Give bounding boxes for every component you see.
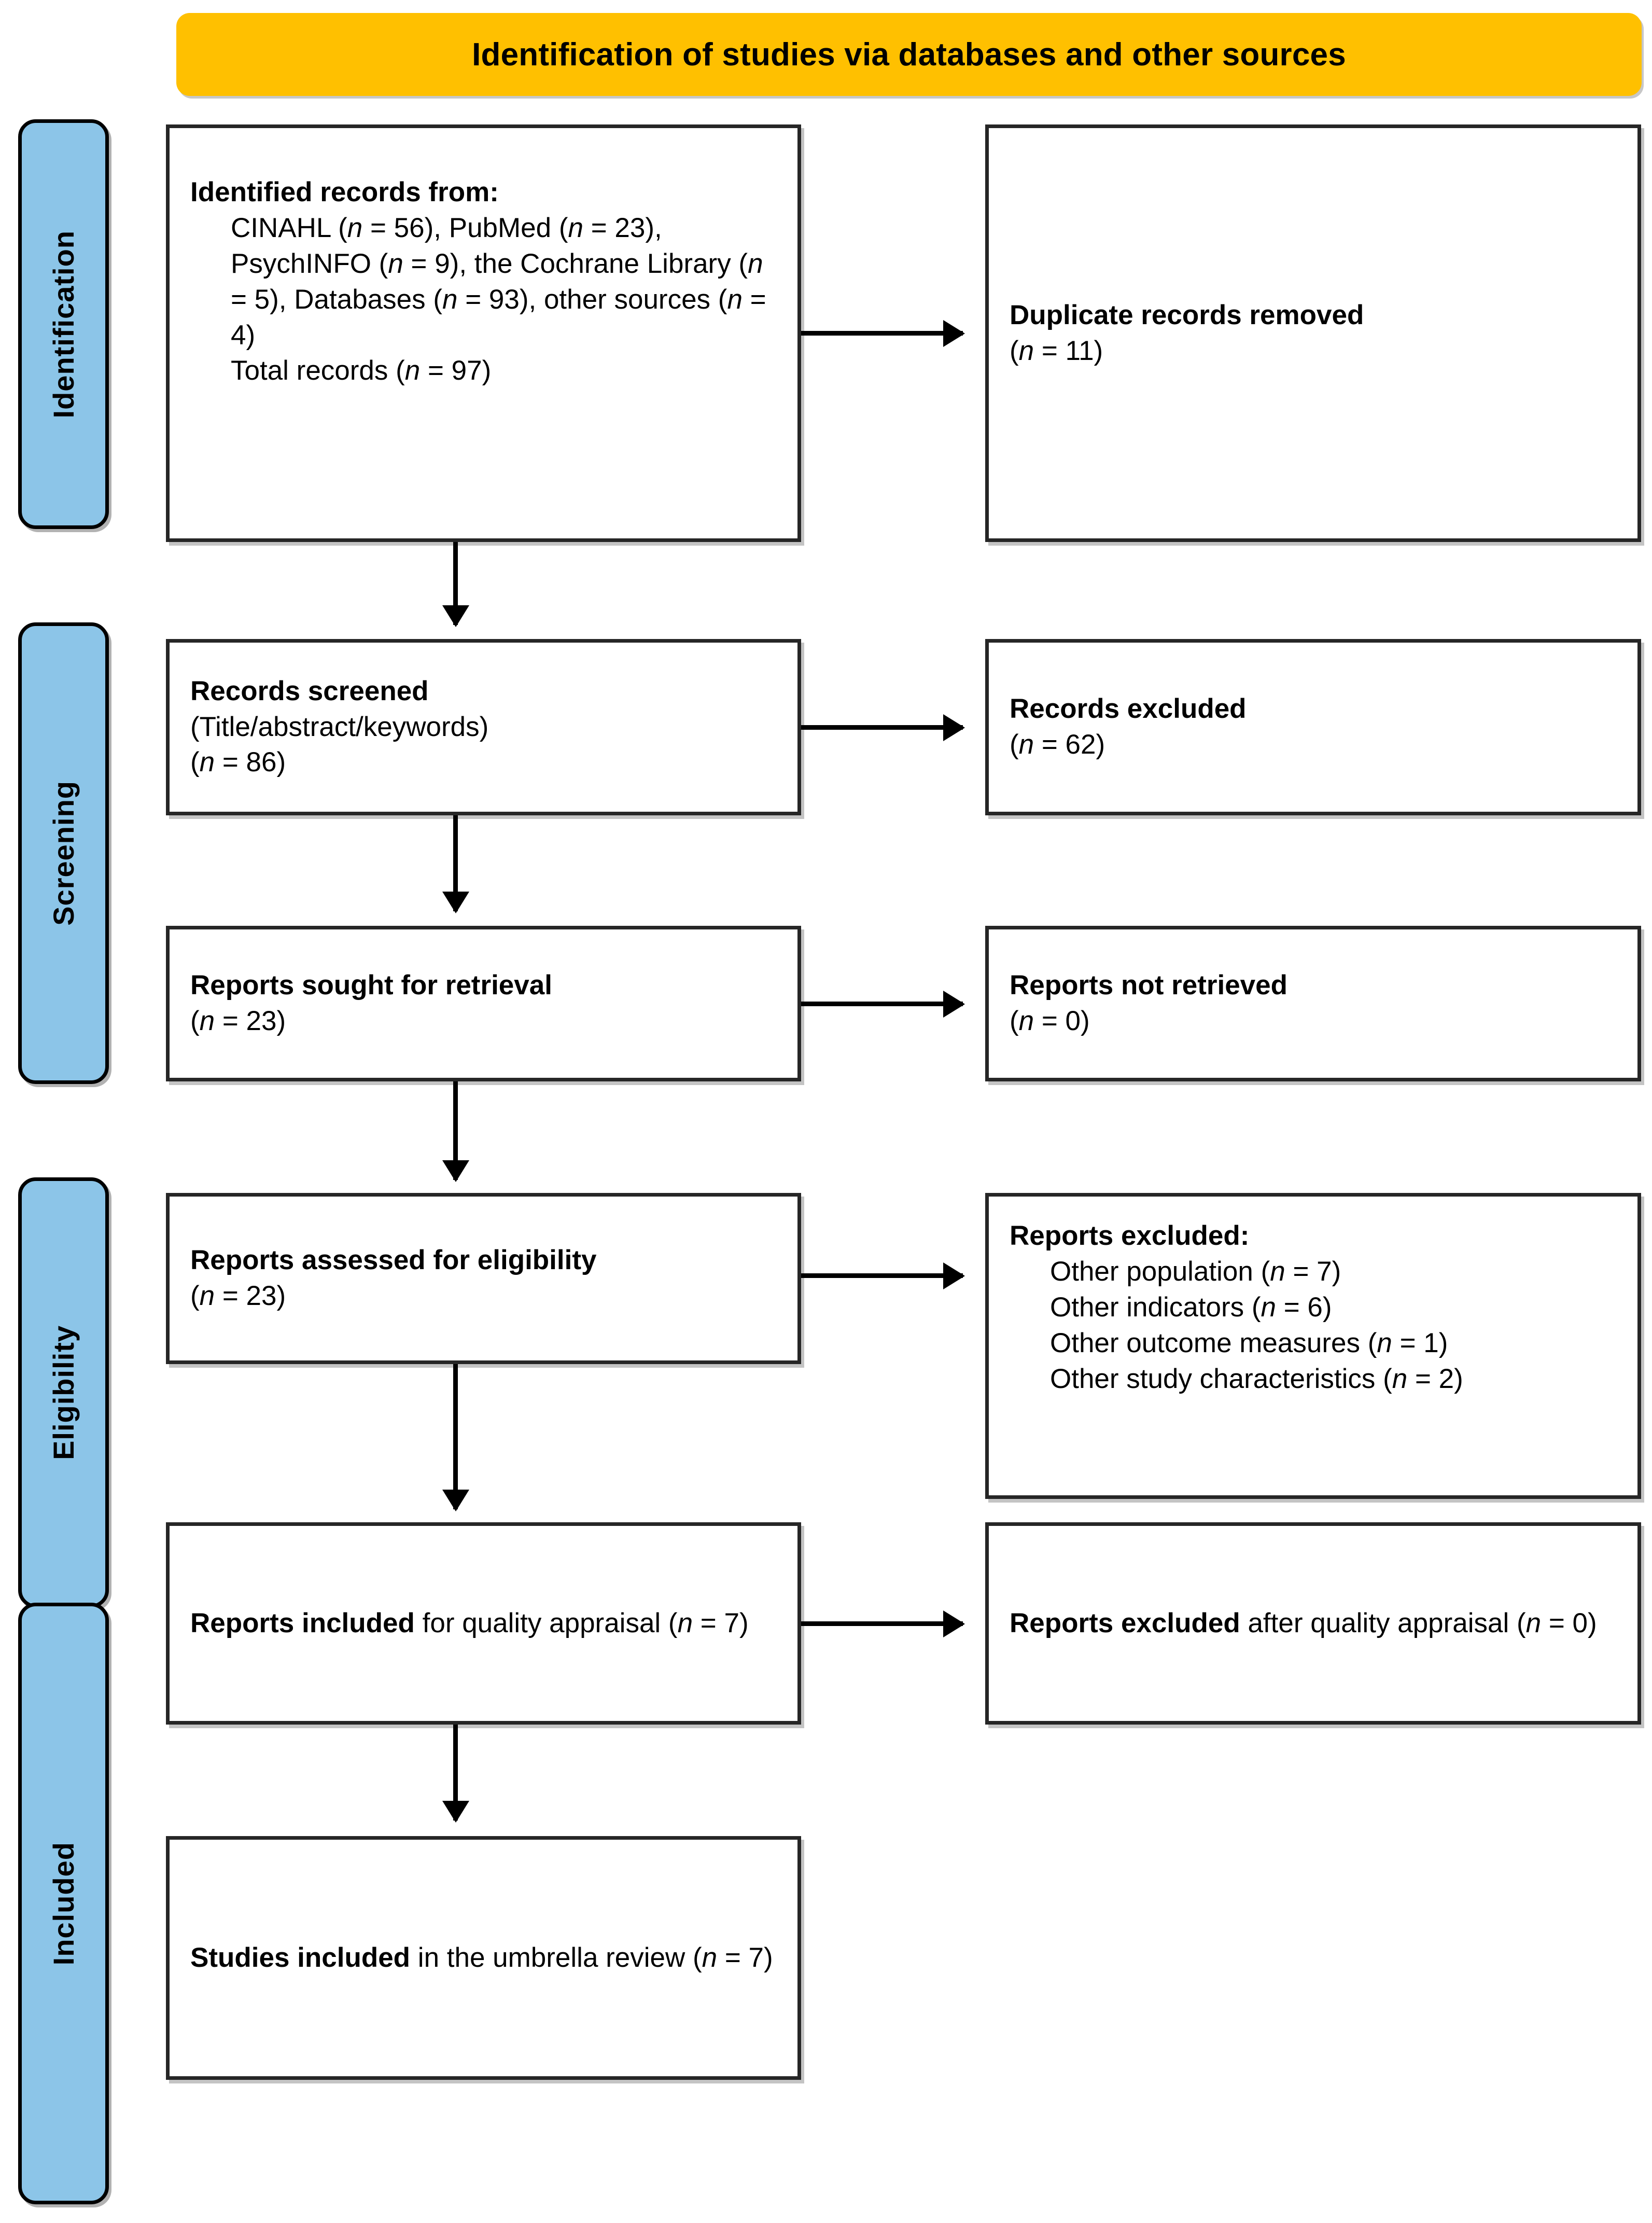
node-reports-excluded-reasons: Reports excluded: Other population (n = … <box>985 1193 1641 1499</box>
duplicates-removed-count: (n = 11) <box>1010 335 1103 366</box>
reports-not-retrieved-heading: Reports not retrieved <box>1010 970 1288 1001</box>
reports-not-retrieved-count: (n = 0) <box>1010 1006 1090 1036</box>
reports-sought-heading: Reports sought for retrieval <box>190 970 552 1001</box>
node-studies-included: Studies included in the umbrella review … <box>166 1836 801 2080</box>
stage-tab-identification-label: Identification <box>47 230 80 419</box>
reports-sought-count: (n = 23) <box>190 1006 286 1036</box>
node-reports-sought: Reports sought for retrieval (n = 23) <box>166 926 801 1081</box>
reports-assessed-heading: Reports assessed for eligibility <box>190 1245 597 1276</box>
stage-tab-eligibility-label: Eligibility <box>47 1325 80 1460</box>
node-reports-excluded-quality: Reports excluded after quality appraisal… <box>985 1522 1641 1725</box>
arrow-assessed-to-excluded <box>801 1273 963 1278</box>
identified-records-heading: Identified records from: <box>190 177 499 207</box>
stage-tab-included-label: Included <box>47 1841 80 1966</box>
arrow-screened-to-excluded <box>801 725 963 730</box>
reports-excluded-heading: Reports excluded: <box>1010 1220 1250 1251</box>
records-screened-count: (n = 86) <box>190 747 286 778</box>
duplicates-removed-heading: Duplicate records removed <box>1010 299 1364 330</box>
node-identified-records: Identified records from: CINAHL (n = 56)… <box>166 124 801 542</box>
records-screened-heading: Records screened <box>190 675 429 706</box>
identified-records-sources: CINAHL (n = 56), PubMed (n = 23), PsychI… <box>231 212 766 351</box>
arrow-sought-to-not-retrieved <box>801 1002 963 1006</box>
node-duplicate-records-removed: Duplicate records removed (n = 11) <box>985 124 1641 542</box>
arrow-included-to-studies <box>453 1725 458 1821</box>
stage-tab-screening-label: Screening <box>47 781 80 926</box>
stage-tab-included: Included <box>18 1603 109 2204</box>
node-reports-not-retrieved: Reports not retrieved (n = 0) <box>985 926 1641 1081</box>
arrow-included-to-excluded-quality <box>801 1621 963 1626</box>
banner-title: Identification of studies via databases … <box>472 36 1346 73</box>
arrow-assessed-to-included <box>453 1364 458 1509</box>
records-screened-subtitle: (Title/abstract/keywords) <box>190 711 489 742</box>
reports-included-quality-text: Reports included for quality appraisal (… <box>190 1607 749 1638</box>
stage-tab-eligibility: Eligibility <box>18 1177 109 1608</box>
records-excluded-heading: Records excluded <box>1010 693 1247 725</box>
stage-tab-identification: Identification <box>18 119 109 529</box>
reports-excluded-quality-text: Reports excluded after quality appraisal… <box>1010 1607 1597 1638</box>
identification-banner: Identification of studies via databases … <box>176 13 1642 96</box>
identified-records-total: Total records (n = 97) <box>231 355 492 386</box>
node-records-excluded: Records excluded (n = 62) <box>985 639 1641 815</box>
stage-tab-screening: Screening <box>18 622 109 1084</box>
records-excluded-count: (n = 62) <box>1010 729 1105 760</box>
reports-excluded-reason: Other indicators (n = 6) <box>1050 1291 1332 1323</box>
reports-excluded-reason: Other outcome measures (n = 1) <box>1050 1327 1448 1358</box>
studies-included-text: Studies included in the umbrella review … <box>190 1942 773 1973</box>
node-records-screened: Records screened (Title/abstract/keyword… <box>166 639 801 815</box>
node-reports-assessed: Reports assessed for eligibility (n = 23… <box>166 1193 801 1364</box>
reports-assessed-count: (n = 23) <box>190 1281 286 1311</box>
arrow-identified-to-screened <box>453 542 458 625</box>
reports-excluded-reason: Other population (n = 7) <box>1050 1256 1341 1287</box>
arrow-identified-to-duplicates <box>801 331 963 336</box>
node-reports-included-quality: Reports included for quality appraisal (… <box>166 1522 801 1725</box>
arrow-sought-to-assessed <box>453 1081 458 1180</box>
reports-excluded-reason: Other study characteristics (n = 2) <box>1050 1363 1463 1394</box>
arrow-screened-to-sought <box>453 815 458 911</box>
